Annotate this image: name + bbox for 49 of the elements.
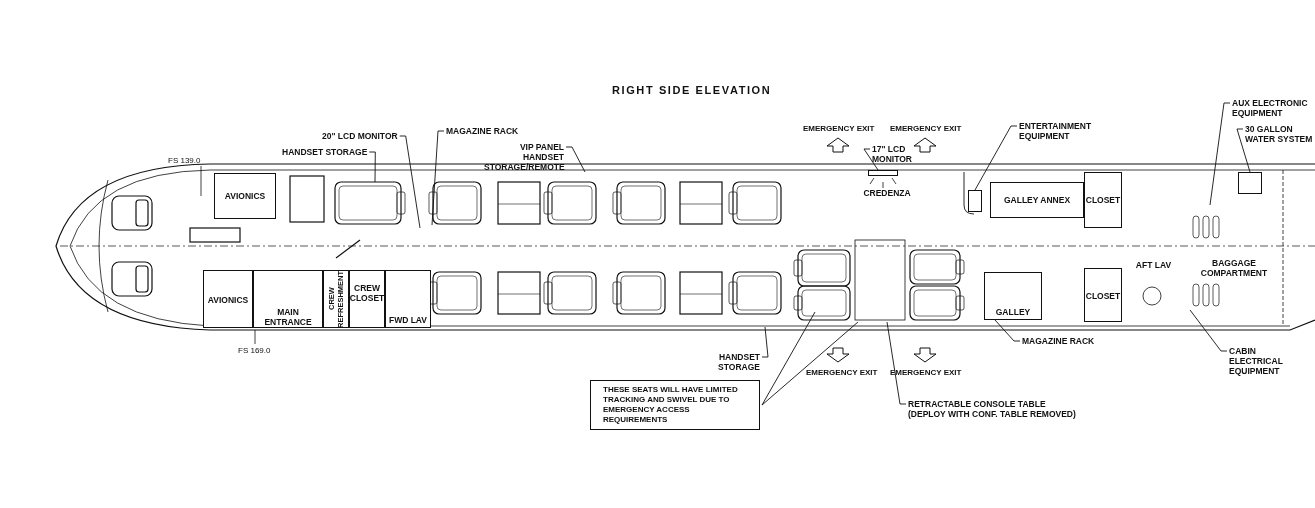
callout-text: CABIN ELECTRICAL EQUIPMENT xyxy=(1229,346,1291,376)
room-label: CREDENZA xyxy=(812,188,962,198)
leader-line xyxy=(368,151,376,183)
callout-text: HANDSET STORAGE xyxy=(282,147,368,157)
callout-text: RETRACTABLE CONSOLE TABLE (DEPLOY WITH CONF. TABLE REMOVED) xyxy=(908,399,1080,419)
water-tank xyxy=(1238,172,1262,194)
monitor-symbol xyxy=(868,170,898,176)
leader-line xyxy=(1236,128,1251,173)
room-box: FWD LAV xyxy=(385,270,431,328)
leader-line xyxy=(761,321,859,406)
room-box: GALLEY xyxy=(984,272,1042,320)
leader-line xyxy=(1209,102,1231,206)
callout-text: 17" LCD MONITOR xyxy=(872,144,916,164)
leader-line xyxy=(399,135,421,229)
room-label: BAGGAGE COMPARTMENT xyxy=(1185,258,1283,278)
callout-text: MAGAZINE RACK xyxy=(1022,336,1095,346)
room-box: CLOSET xyxy=(1084,268,1122,322)
room-box: MAIN ENTRANCE xyxy=(253,270,323,328)
room-box: CREW CLOSET xyxy=(349,270,385,328)
leader-line xyxy=(761,311,816,406)
drawing-title: RIGHT SIDE ELEVATION xyxy=(612,84,772,96)
callout-text: 20" LCD MONITOR xyxy=(322,131,398,141)
equipment-cabinet xyxy=(968,190,982,212)
exit-label: EMERGENCY EXIT xyxy=(890,124,962,133)
callout-text: ENTERTAINMENT EQUIPMENT xyxy=(1019,121,1101,141)
leader-line xyxy=(431,130,445,226)
leader-line xyxy=(974,125,1018,191)
station-label: FS 169.0 xyxy=(238,346,271,355)
callout-text: HANDSET STORAGE xyxy=(705,352,760,372)
room-box: CLOSET xyxy=(1084,172,1122,228)
note-box: THESE SEATS WILL HAVE LIMITED TRACKING AND SWIVEL DUE TO EMERGENCY ACCESS REQUIREMENTS xyxy=(590,380,760,430)
leader-line xyxy=(994,319,1021,342)
room-box: AVIONICS xyxy=(214,173,276,219)
callout-text: AUX ELECTRONIC EQUIPMENT xyxy=(1232,98,1312,118)
exit-label: EMERGENCY EXIT xyxy=(806,368,878,377)
exit-label: EMERGENCY EXIT xyxy=(803,124,875,133)
leader-line xyxy=(863,148,879,171)
callout-text: VIP PANEL HANDSET STORAGE/REMOTE xyxy=(484,142,564,172)
leader-line xyxy=(886,321,907,405)
exit-label: EMERGENCY EXIT xyxy=(890,368,962,377)
leader-line xyxy=(1189,309,1228,352)
room-box: AVIONICS xyxy=(203,270,253,328)
room-box: GALLEY ANNEX xyxy=(990,182,1084,218)
callout-text: MAGAZINE RACK xyxy=(446,126,519,136)
room-label: AFT LAV xyxy=(1122,260,1185,270)
leader-line xyxy=(761,326,769,358)
callout-text: 30 GALLON WATER SYSTEM xyxy=(1245,124,1313,144)
station-label: FS 139.0 xyxy=(168,156,201,165)
leader-line xyxy=(565,146,586,173)
